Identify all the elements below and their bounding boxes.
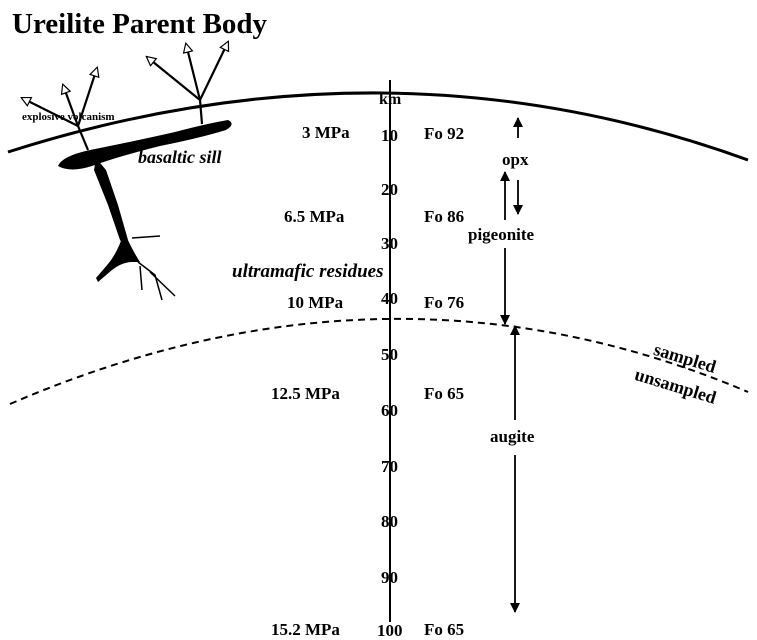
forsterite-label: Fo 76	[424, 294, 464, 311]
pressure-label: 15.2 MPa	[271, 621, 340, 638]
depth-tick-20: 20	[381, 181, 398, 198]
depth-tick-100: 100	[376, 622, 404, 639]
pigeonite-label: pigeonite	[468, 226, 534, 243]
explosive-volcanism-label: explosive volcanism	[22, 112, 115, 123]
pressure-label: 3 MPa	[302, 124, 350, 141]
forsterite-label: Fo 86	[424, 208, 464, 225]
pressure-label: 6.5 MPa	[284, 208, 344, 225]
pressure-label: 10 MPa	[287, 294, 343, 311]
augite-label: augite	[490, 428, 534, 445]
basaltic-sill-label: basaltic sill	[138, 148, 222, 166]
dike-root	[96, 232, 140, 282]
diagram-title: Ureilite Parent Body	[12, 10, 267, 39]
root-branches	[132, 236, 175, 300]
sampled-boundary	[10, 319, 748, 404]
forsterite-label: Fo 92	[424, 125, 464, 142]
depth-tick-40: 40	[381, 290, 398, 307]
depth-tick-30: 30	[381, 235, 398, 252]
depth-tick-60: 60	[381, 402, 398, 419]
forsterite-label: Fo 65	[424, 385, 464, 402]
depth-tick-10: 10	[381, 127, 398, 144]
opx-label: opx	[502, 151, 528, 168]
ultramafic-residues-label: ultramafic residues	[232, 262, 383, 281]
depth-tick-80: 80	[381, 513, 398, 530]
forsterite-label: Fo 65	[424, 621, 464, 638]
pressure-label: 12.5 MPa	[271, 385, 340, 402]
mineral-arrows	[505, 118, 518, 612]
depth-tick-50: 50	[381, 346, 398, 363]
depth-tick-90: 90	[381, 569, 398, 586]
depth-unit-label: km	[379, 92, 401, 108]
depth-tick-70: 70	[381, 458, 398, 475]
